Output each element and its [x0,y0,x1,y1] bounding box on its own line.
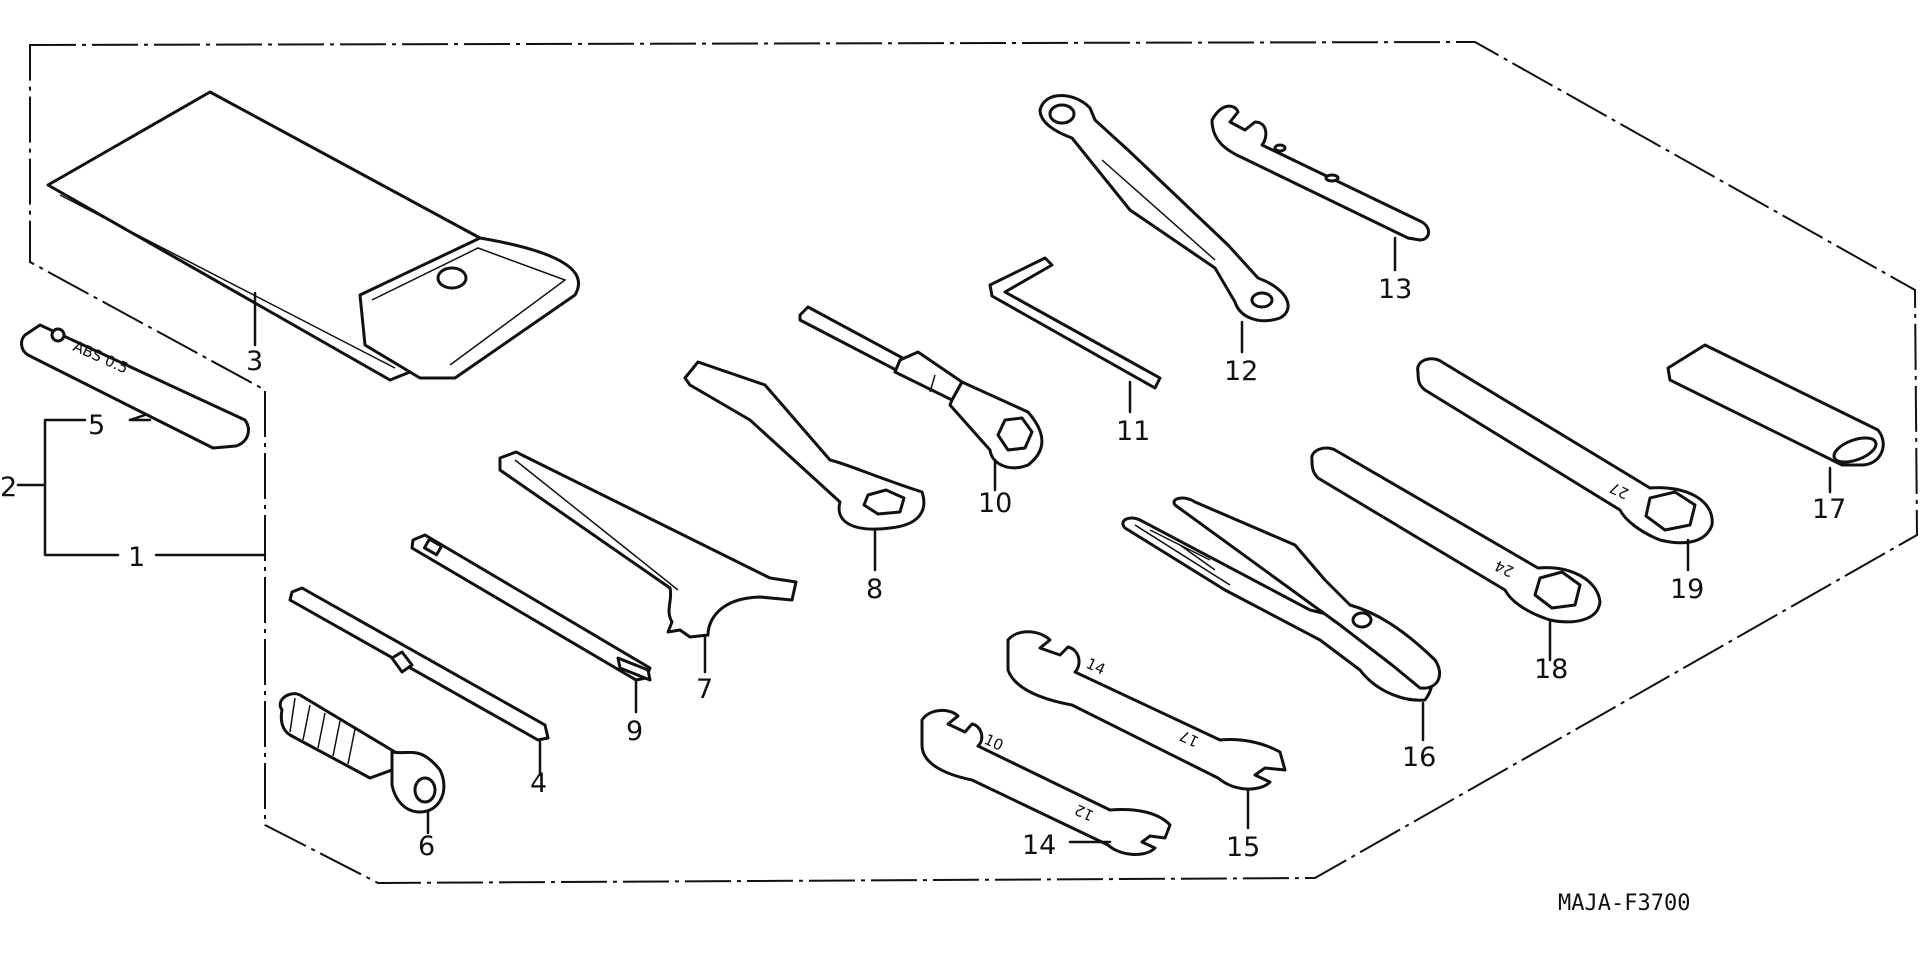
open-spanner-14: 10 12 [920,709,1172,856]
callout-10: 10 [978,488,1012,519]
callout-13: 13 [1378,274,1412,305]
callout-12: 12 [1224,356,1258,387]
screwdriver-bit [410,533,652,714]
callout-8: 8 [866,574,883,605]
screwdriver-handle [278,692,446,835]
pliers [1121,496,1441,742]
ring-spanner-8 [683,360,926,572]
ring-spanner-18: 24 [1310,446,1602,662]
callout-17: 17 [1812,494,1846,525]
callout-5: 5 [88,410,105,441]
callout-3: 3 [246,346,263,377]
tool-kit-boundary [29,40,1919,885]
callout-11: 11 [1116,416,1150,447]
callout-7: 7 [696,674,713,705]
pin-spanner [498,450,798,674]
callout-18: 18 [1534,654,1568,685]
callout-16: 16 [1402,742,1436,773]
callout-6: 6 [418,831,435,862]
callout-9: 9 [626,716,643,747]
callout-1: 1 [128,542,145,573]
callout-4: 4 [530,768,547,799]
socket-wrench [798,305,1044,492]
callout-14: 14 [1022,830,1056,861]
ring-spanner-12 [1038,94,1290,354]
abs-gauge: ABS 0.5 [20,323,250,450]
hex-key [988,256,1162,414]
open-spanner-13 [1210,104,1430,272]
callout-2: 2 [0,472,17,503]
ring-spanner-19: 27 [1416,357,1714,572]
callout-labels: 1 2 3 4 5 6 7 8 9 10 11 12 13 14 15 16 1… [0,274,1846,863]
assembly-bracket [16,408,267,557]
callout-19: 19 [1670,574,1704,605]
tool-bag [46,90,581,382]
screwdriver-shaft [288,586,550,777]
diagram-code: MAJA-F3700 [1558,891,1690,916]
callout-15: 15 [1226,832,1260,863]
tool-sleeve [1666,343,1885,494]
wrench-stamp-14: 14 [1083,654,1108,678]
